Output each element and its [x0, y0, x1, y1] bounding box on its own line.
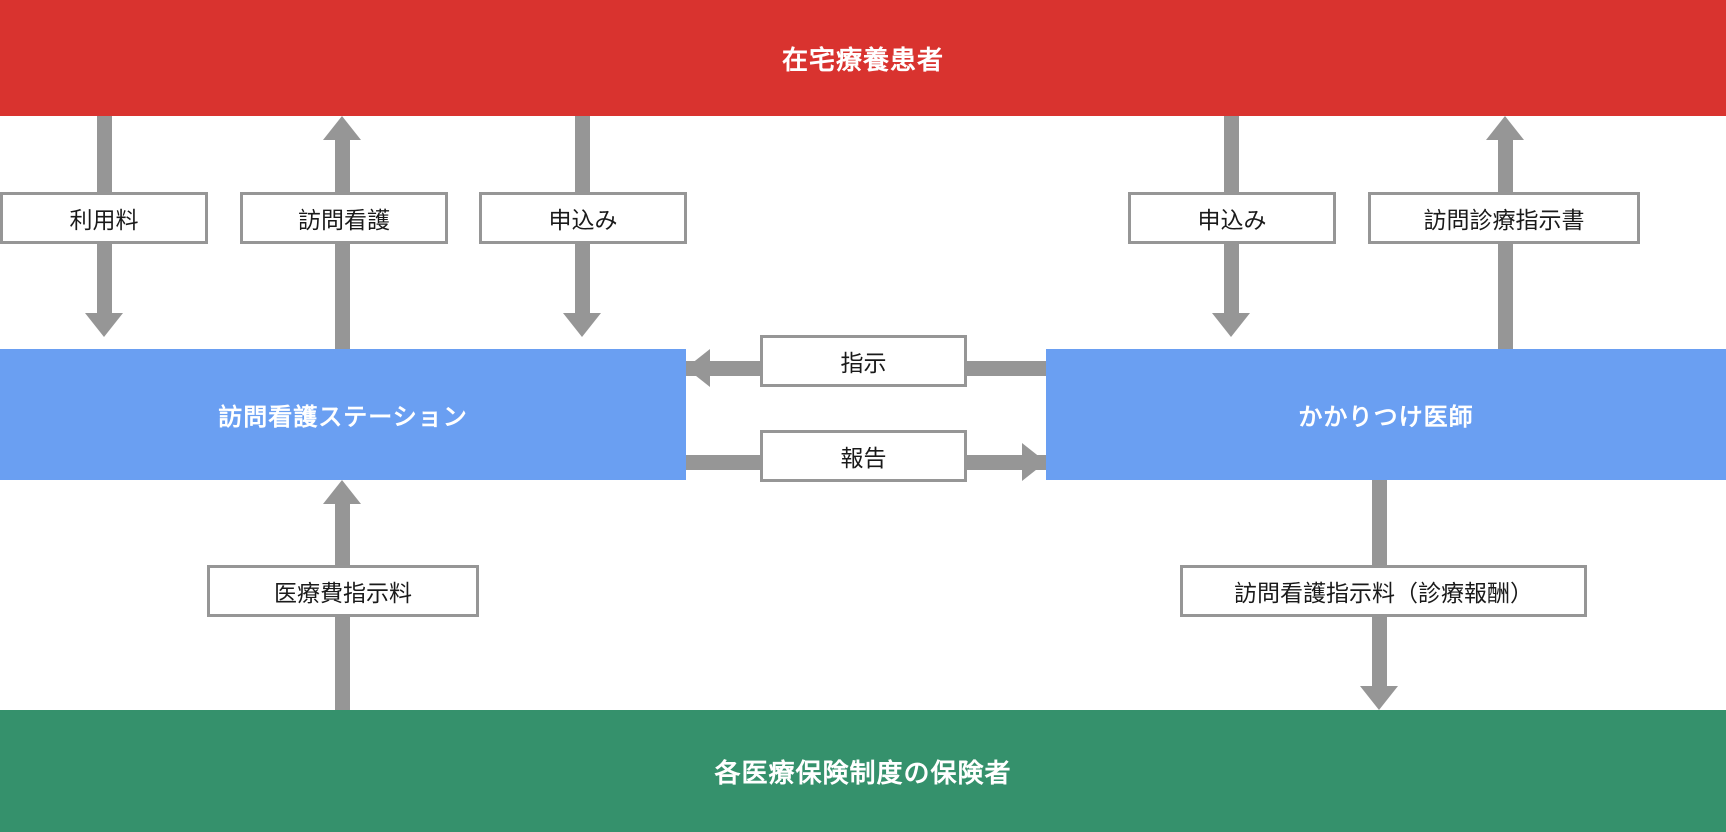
label-home-care-order-text: 訪問診療指示書 [1423, 207, 1585, 233]
label-nursing-order-fee-text: 訪問看護指示料（診療報酬） [1234, 580, 1533, 606]
label-application-left-text: 申込み [548, 207, 618, 233]
label-report: 報告 [760, 430, 967, 482]
label-application-left: 申込み [479, 192, 687, 244]
label-report-text: 報告 [840, 445, 887, 471]
node-family-doctor: かかりつけ医師 [1046, 349, 1726, 480]
label-usage-fee-text: 利用料 [69, 207, 139, 233]
node-visiting-nursing-station: 訪問看護ステーション [0, 349, 686, 480]
band-home-care-patients-label: 在宅療養患者 [781, 44, 944, 75]
band-insurers-label: 各医療保険制度の保険者 [714, 757, 1012, 788]
arrow-home-care-order-head-icon [1486, 116, 1524, 140]
label-instruction-text: 指示 [840, 350, 887, 376]
label-home-care-order: 訪問診療指示書 [1368, 192, 1640, 244]
label-instruction: 指示 [760, 335, 967, 387]
arrow-application-left-head-icon [563, 313, 601, 337]
arrow-instruction-head-icon [686, 349, 710, 387]
arrow-report-head-icon [1022, 443, 1046, 481]
arrow-home-care-order-shaft [1498, 140, 1513, 349]
arrow-home-nursing-head-icon [323, 116, 361, 140]
band-insurers: 各医療保険制度の保険者 [0, 710, 1726, 832]
node-family-doctor-label: かかりつけ医師 [1298, 404, 1474, 431]
label-medical-fee-order-text: 医療費指示料 [274, 580, 412, 606]
label-home-nursing-text: 訪問看護 [298, 207, 390, 233]
label-application-right-text: 申込み [1197, 207, 1267, 233]
arrow-home-nursing-shaft [335, 140, 350, 349]
arrow-medical-fee-order-head-icon [323, 480, 361, 504]
arrow-nursing-order-fee-head-icon [1360, 686, 1398, 710]
label-home-nursing: 訪問看護 [240, 192, 448, 244]
arrow-application-right-head-icon [1212, 313, 1250, 337]
label-nursing-order-fee: 訪問看護指示料（診療報酬） [1180, 565, 1587, 617]
band-home-care-patients: 在宅療養患者 [0, 0, 1726, 116]
label-application-right: 申込み [1128, 192, 1336, 244]
arrow-usage-fee-head-icon [85, 313, 123, 337]
label-usage-fee: 利用料 [0, 192, 208, 244]
label-medical-fee-order: 医療費指示料 [207, 565, 479, 617]
node-visiting-nursing-station-label: 訪問看護ステーション [218, 404, 468, 431]
